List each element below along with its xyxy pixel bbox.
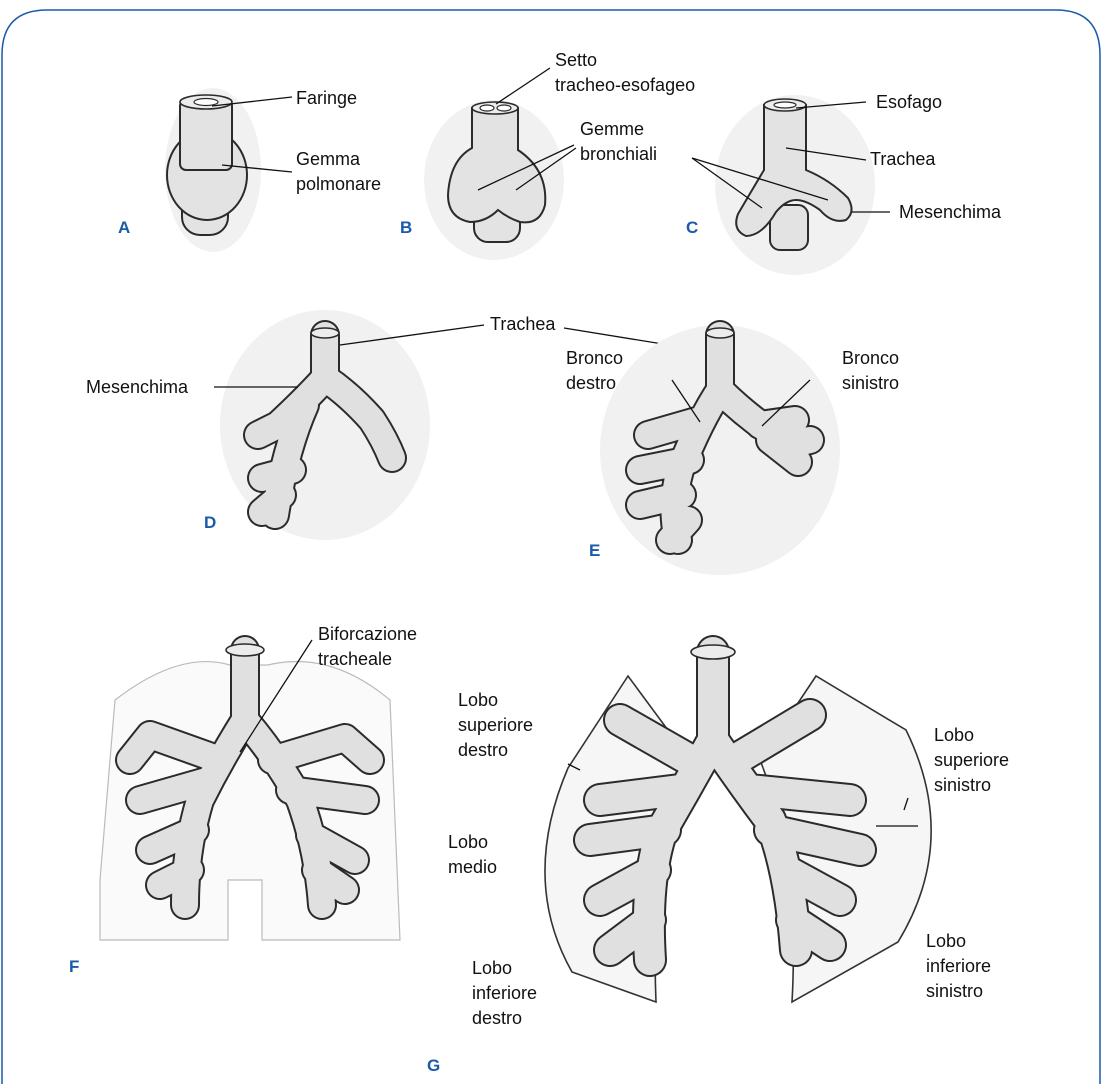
label-tracheale: tracheale <box>318 649 392 669</box>
panel-letter-f: F <box>69 957 79 976</box>
label-trachea-c: Trachea <box>870 149 936 169</box>
label-trachea-de: Trachea <box>490 314 556 334</box>
label-biforcazione: Biforcazione <box>318 624 417 644</box>
label-bronco-destro-1: Bronco <box>566 348 623 368</box>
label-lobo-inf-sx-1: Lobo <box>926 931 966 951</box>
panel-f-drawing <box>100 644 400 940</box>
label-bronco-sinistro-1: Bronco <box>842 348 899 368</box>
label-lobo-sup-sx-3: sinistro <box>934 775 991 795</box>
panel-a-drawing <box>165 88 261 252</box>
label-lobo-inf-dx-3: destro <box>472 1008 522 1028</box>
label-setto: Setto <box>555 50 597 70</box>
label-lobo-inf-dx-2: inferiore <box>472 983 537 1003</box>
label-bronco-sinistro-2: sinistro <box>842 373 899 393</box>
panel-letter-c: C <box>686 218 698 237</box>
label-lobo-inf-dx-1: Lobo <box>472 958 512 978</box>
panel-c-drawing <box>715 95 875 275</box>
panel-g-drawing <box>545 645 931 1002</box>
label-bronco-destro-2: destro <box>566 373 616 393</box>
label-bronchiali: bronchiali <box>580 144 657 164</box>
label-lobo-inf-sx-2: inferiore <box>926 956 991 976</box>
panel-b-drawing <box>424 100 564 260</box>
panel-letter-e: E <box>589 541 600 560</box>
label-esofago: Esofago <box>876 92 942 112</box>
label-faringe: Faringe <box>296 88 357 108</box>
label-mesenchima-c: Mesenchima <box>899 202 1002 222</box>
label-lobo-sup-sx-2: superiore <box>934 750 1009 770</box>
panel-letter-b: B <box>400 218 412 237</box>
label-lobo-sup-dx-2: superiore <box>458 715 533 735</box>
label-tracheo-esofageo: tracheo-esofageo <box>555 75 695 95</box>
label-gemme: Gemme <box>580 119 644 139</box>
panel-e-drawing <box>600 325 840 575</box>
label-lobo-sup-dx-3: destro <box>458 740 508 760</box>
label-mesenchima-d: Mesenchima <box>86 377 189 397</box>
panel-d-drawing <box>220 310 430 540</box>
label-lobo-medio-2: medio <box>448 857 497 877</box>
panel-letter-g: G <box>427 1056 440 1075</box>
label-polmonare: polmonare <box>296 174 381 194</box>
panel-letter-d: D <box>204 513 216 532</box>
label-lobo-sup-dx-1: Lobo <box>458 690 498 710</box>
label-lobo-inf-sx-3: sinistro <box>926 981 983 1001</box>
panel-letter-a: A <box>118 218 130 237</box>
label-lobo-medio-1: Lobo <box>448 832 488 852</box>
label-gemma: Gemma <box>296 149 361 169</box>
label-lobo-sup-sx-1: Lobo <box>934 725 974 745</box>
